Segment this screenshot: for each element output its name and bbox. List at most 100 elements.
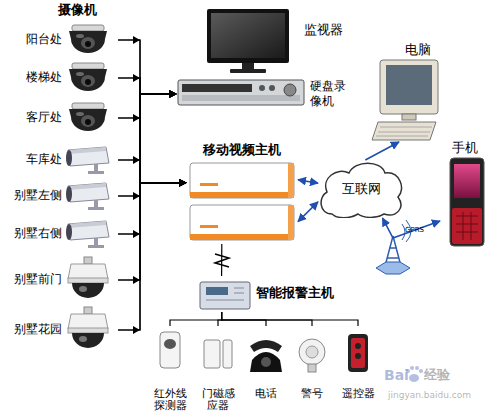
door-magnet	[223, 340, 232, 368]
remote-body	[348, 334, 368, 372]
camera-label: 楼梯处	[0, 70, 62, 85]
recorder-button	[269, 85, 275, 91]
video-host-side	[288, 205, 294, 240]
door-sensor	[204, 340, 220, 368]
computer-monitor	[380, 60, 438, 114]
paw-toe	[415, 366, 419, 370]
video-host-side	[288, 163, 294, 198]
dome-camera	[69, 103, 107, 131]
computer-node: 电脑	[372, 42, 462, 142]
connector	[118, 183, 186, 234]
connector	[298, 180, 318, 184]
recorder-strip	[182, 95, 300, 101]
column-heading: 摄像机	[58, 2, 97, 18]
ptz-camera	[68, 257, 108, 298]
alarm-host-box	[200, 282, 250, 309]
node-heading: 智能报警主机	[256, 285, 356, 301]
internet-cloud: 互联网	[318, 160, 404, 218]
monitor-frame	[207, 9, 289, 63]
connector	[222, 312, 266, 326]
phone-screen	[454, 164, 480, 198]
device-label: 电脑	[398, 42, 438, 58]
device-label: 电话	[248, 388, 284, 400]
alarm-device-node: 遥控器	[334, 326, 382, 413]
connector	[118, 40, 176, 94]
alarm-host-node: 智能报警主机	[196, 276, 356, 312]
device-label: 硬盘录像机	[310, 79, 350, 109]
connector	[118, 160, 186, 183]
bullet-camera	[66, 221, 109, 248]
camera-label: 阳台处	[0, 32, 62, 47]
recorder-box	[178, 80, 304, 105]
connector	[118, 183, 186, 330]
video-host-device	[190, 163, 294, 198]
cloud-label: 互联网	[318, 181, 404, 197]
connector	[222, 312, 312, 326]
recorder-button	[259, 85, 265, 91]
video-host-stripe	[190, 192, 294, 198]
monitor-stand	[230, 69, 266, 73]
video-host-stripe	[190, 234, 294, 240]
paw-toe	[410, 366, 414, 370]
camera-node: 别墅左侧	[0, 178, 118, 214]
phone-node: 手机	[440, 140, 490, 248]
bus-arrowheads	[133, 36, 140, 334]
computer-stand	[402, 114, 416, 120]
connector	[118, 94, 176, 118]
connector	[118, 183, 186, 280]
recorder-node: 硬盘录像机	[176, 78, 362, 110]
device-label: 手机	[440, 140, 490, 156]
telephone-handset	[250, 340, 282, 352]
alarm-host-display	[206, 287, 228, 295]
device-label: 警号	[294, 388, 330, 400]
paw-toe	[419, 369, 423, 373]
connector	[118, 94, 176, 280]
siren-cone	[306, 346, 318, 358]
alarm-device-node: 电话	[242, 326, 290, 413]
signal-label: GPRS	[405, 226, 424, 235]
connector	[221, 244, 222, 276]
remote-button	[355, 353, 361, 359]
device-label: 监视器	[304, 22, 350, 38]
tower-base	[376, 262, 410, 274]
pir-detector	[160, 332, 180, 368]
camera-node: 别墅花园	[0, 312, 118, 348]
computer-keyboard	[372, 122, 436, 140]
camera-node: 楼梯处	[0, 60, 118, 96]
connector	[118, 94, 176, 196]
camera-label: 别墅右侧	[0, 226, 62, 241]
alarm-device-node: 红外线探测器	[146, 326, 194, 413]
connector	[118, 94, 176, 234]
camera-label: 别墅左侧	[0, 188, 62, 203]
node-heading: 移动视频主机	[186, 142, 298, 158]
connector	[118, 78, 176, 94]
phone-body	[450, 158, 484, 246]
connector	[383, 218, 441, 238]
telephone-dial	[261, 357, 271, 367]
camera-label: 别墅花园	[0, 322, 62, 337]
monitor-screen	[211, 13, 285, 58]
connector	[118, 78, 186, 183]
connector	[222, 312, 358, 326]
watermark: jingyan.baidu.com	[388, 390, 471, 401]
camera-node: 别墅右侧	[0, 216, 118, 252]
connector	[298, 202, 318, 222]
connector	[170, 312, 222, 326]
dome-camera	[69, 63, 107, 91]
monitor-node: 监视器	[200, 6, 350, 72]
connector	[118, 40, 186, 183]
keyboard-keys	[376, 127, 432, 136]
bullet-camera	[66, 147, 109, 174]
device-label: 门磁感应器	[200, 388, 236, 412]
camera-label: 客厅处	[0, 110, 62, 125]
video-host-node: 移动视频主机	[186, 142, 298, 244]
camera-node: 车库处	[0, 142, 118, 178]
connector	[118, 94, 176, 330]
alarm-device-node: 警号	[288, 326, 336, 413]
camera-label: 别墅前门	[0, 272, 62, 287]
paw-pad	[409, 374, 419, 382]
watermark: 经验	[424, 367, 450, 383]
video-host-device	[190, 205, 294, 240]
